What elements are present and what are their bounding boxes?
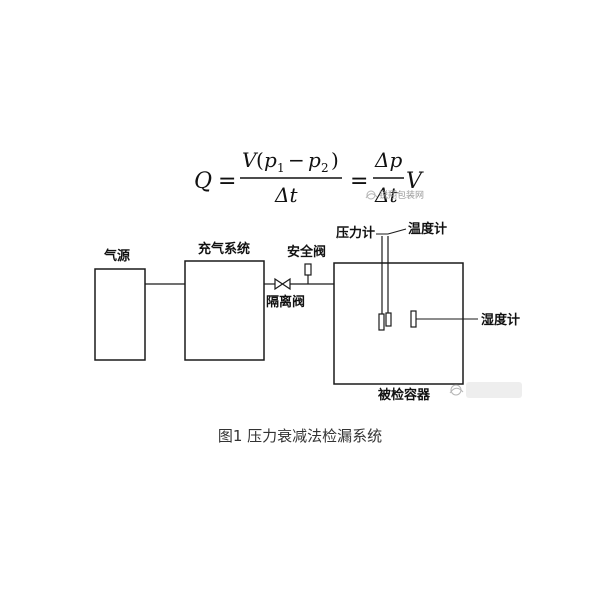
hygrometer-probe — [410, 310, 417, 328]
label-gas-source: 气源 — [104, 248, 130, 264]
gas-source-box — [94, 268, 146, 361]
watermark-text: 锐翔包装网 — [379, 189, 424, 201]
formula-num1-p2: p — [308, 148, 321, 172]
formula-num1-sub1: 1 — [277, 161, 285, 175]
formula-eq-1: = — [218, 169, 236, 194]
watermark-top: 锐翔包装网 — [365, 189, 424, 201]
pressure-gauge-probe-2 — [385, 312, 392, 327]
formula-lhs: Q — [194, 169, 212, 194]
label-safety-valve: 安全阀 — [287, 244, 326, 260]
formula-den2: Δt — [374, 183, 398, 207]
formula-num2: Δp — [374, 148, 402, 172]
charging-system-box — [184, 260, 265, 361]
figure-caption: 图1 压力衰减法检漏系统 — [217, 427, 383, 445]
label-thermometer: 温度计 — [408, 221, 447, 237]
formula-eq-2: = — [350, 169, 368, 194]
test-container-box — [333, 262, 464, 385]
formula-num1-minus: − — [288, 148, 305, 172]
watermark-swirl-icon — [365, 190, 378, 200]
formula-num1-sub2: 2 — [321, 161, 329, 175]
formula-num1-p1: p — [264, 148, 277, 172]
label-pressure-gauge: 压力计 — [336, 225, 375, 241]
formula-num1-lparen: ( — [256, 148, 264, 172]
label-charging-system: 充气系统 — [198, 241, 250, 257]
pressure-gauge-probe-1 — [378, 313, 385, 331]
formula-num1-v: V — [242, 148, 259, 172]
leak-test-system-diagram: 气源 充气系统 安全阀 隔离阀 压力计 温度计 湿度计 被检容器 — [94, 221, 522, 403]
label-hygrometer: 湿度计 — [481, 312, 520, 328]
isolation-valve-icon — [274, 277, 291, 291]
watermark-bottom — [449, 382, 522, 398]
safety-valve-body — [304, 263, 312, 276]
formula-tail: V — [406, 169, 424, 194]
formula-den1: Δt — [274, 183, 298, 207]
formula-num1-rparen: ) — [331, 148, 339, 172]
watermark-swirl-icon-2 — [449, 384, 464, 396]
watermark-blur-box — [466, 382, 522, 398]
label-isolation-valve: 隔离阀 — [266, 294, 305, 310]
label-test-container: 被检容器 — [377, 387, 431, 403]
thermometer-leader — [387, 228, 407, 235]
leak-rate-formula: Q = V ( p 1 − p 2 ) Δt = Δp Δt V 锐翔包装网 — [194, 148, 424, 207]
